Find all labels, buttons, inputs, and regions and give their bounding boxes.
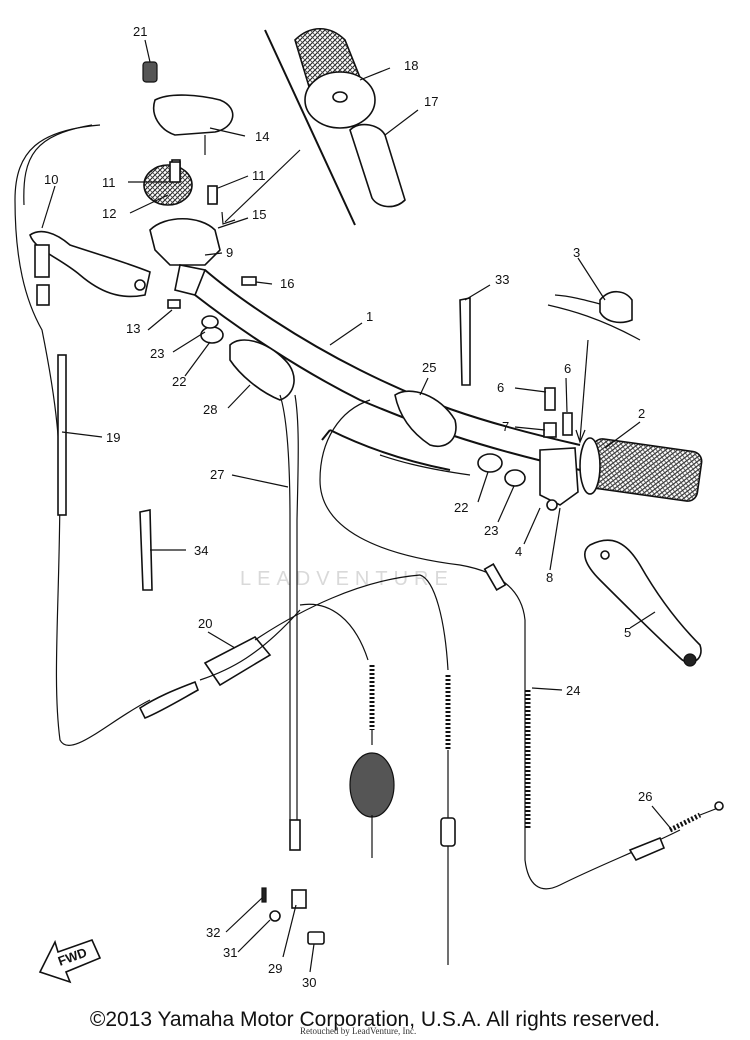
watermark: LEADVENTURE <box>240 568 454 590</box>
right-bolts <box>543 387 573 438</box>
callout: 22 <box>172 374 186 389</box>
callout: 5 <box>624 625 631 640</box>
callout: 27 <box>210 467 224 482</box>
callout: 20 <box>198 616 212 631</box>
retouch-credit: Retouched by LeadVenture, Inc. <box>300 1026 417 1036</box>
callout: 6 <box>497 380 504 395</box>
callout: 23 <box>150 346 164 361</box>
right-adjusters <box>477 453 526 487</box>
callout: 19 <box>106 430 120 445</box>
right-grip <box>579 437 703 502</box>
callout: 28 <box>203 402 217 417</box>
callout: 11 <box>102 175 116 190</box>
callout: 10 <box>44 172 58 187</box>
callout: 6 <box>564 361 571 376</box>
callout: 32 <box>206 925 220 940</box>
left-bolts <box>169 161 257 286</box>
callout: 11 <box>252 168 266 183</box>
callout: 2 <box>638 406 645 421</box>
brake-cable <box>319 399 724 890</box>
callout: 4 <box>515 544 522 559</box>
leader-lines <box>41 39 673 973</box>
throttle-housing <box>142 61 234 206</box>
switch-3 <box>547 290 641 444</box>
callout: 1 <box>366 309 373 324</box>
throttle-cables <box>199 394 449 945</box>
callout: 22 <box>454 500 468 515</box>
callout-labels: 21 18 17 14 10 11 11 12 15 9 16 3 33 1 1… <box>44 24 652 990</box>
callout: 23 <box>484 523 498 538</box>
callout: 8 <box>546 570 553 585</box>
callout: 18 <box>404 58 418 73</box>
callout: 16 <box>280 276 294 291</box>
callout: 13 <box>126 321 140 336</box>
callout: 30 <box>302 975 316 990</box>
cable-springs <box>349 665 456 965</box>
callout: 9 <box>226 245 233 260</box>
callout: 7 <box>502 419 509 434</box>
callout: 12 <box>102 206 116 221</box>
left-lever-assembly <box>29 218 221 309</box>
callout: 31 <box>223 945 237 960</box>
callout: 3 <box>573 245 580 260</box>
copyright-notice: ©2013 Yamaha Motor Corporation, U.S.A. A… <box>89 1008 661 1031</box>
callout: 34 <box>194 543 208 558</box>
callout: 15 <box>252 207 266 222</box>
callout: 14 <box>255 129 269 144</box>
cable-boots <box>229 339 457 447</box>
callout: 29 <box>268 961 282 976</box>
callout: 24 <box>566 683 580 698</box>
fwd-arrow: FWD <box>38 938 102 984</box>
callout: 25 <box>422 360 436 375</box>
handlebar <box>194 269 581 476</box>
callout: 26 <box>638 789 652 804</box>
throttle-grip-inset <box>221 27 406 226</box>
clutch-cable <box>14 124 199 746</box>
callout: 33 <box>495 272 509 287</box>
right-lever-assembly <box>539 447 702 667</box>
callout: 21 <box>133 24 147 39</box>
cable-joint-29 <box>291 889 307 909</box>
left-adjusters <box>200 315 224 344</box>
callout: 17 <box>424 94 438 109</box>
